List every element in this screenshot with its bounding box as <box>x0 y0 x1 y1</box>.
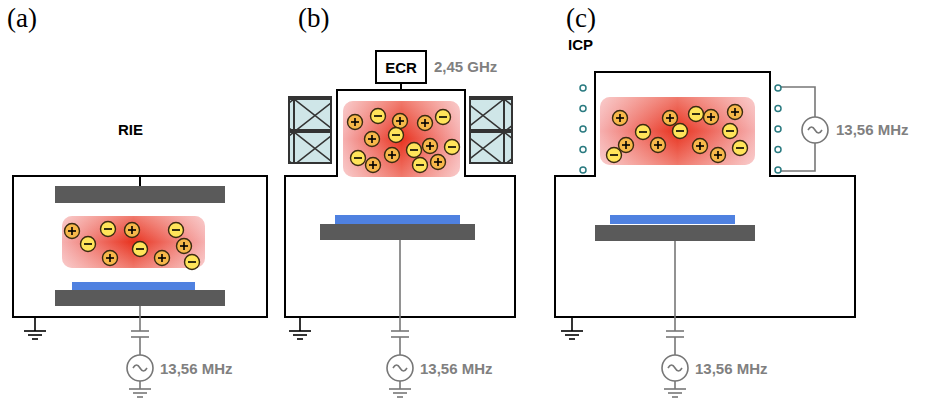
rf-feed <box>127 306 153 389</box>
electron <box>81 237 96 252</box>
ground-symbol <box>664 389 686 397</box>
chamber-ground <box>299 317 301 331</box>
rf-feed <box>387 240 413 389</box>
positive-ion <box>348 115 363 130</box>
coil-turn <box>580 167 586 173</box>
coil-turn <box>775 106 781 112</box>
electron <box>436 110 451 125</box>
electron <box>389 128 404 143</box>
electron <box>607 148 622 163</box>
chamber-ground <box>571 317 573 331</box>
frequency-label: 13,56 MHz <box>695 361 768 378</box>
coil-turn <box>580 85 586 91</box>
positive-ion <box>704 110 719 125</box>
electron <box>445 140 460 155</box>
positive-ion <box>177 239 192 254</box>
electron <box>689 107 704 122</box>
positive-ion <box>125 223 140 238</box>
rf-feed <box>662 241 688 389</box>
rf-source <box>387 355 413 381</box>
rf-source <box>662 355 688 381</box>
electron <box>733 141 748 156</box>
positive-ion <box>366 158 381 173</box>
source-box: ECR <box>375 50 427 84</box>
panel-label: (b) <box>298 4 329 34</box>
electron <box>636 125 651 140</box>
electron <box>351 151 366 166</box>
ground-symbol <box>561 331 583 339</box>
positive-ion <box>393 114 408 129</box>
positive-ion <box>431 155 446 170</box>
electron <box>407 143 422 158</box>
positive-ion <box>423 139 438 154</box>
coil-turn <box>580 106 586 112</box>
box-text: ECR <box>385 59 417 76</box>
electron <box>133 242 148 257</box>
electron <box>371 109 386 124</box>
positive-ion <box>728 105 743 120</box>
method-label: RIE <box>118 122 143 139</box>
coil-turn <box>775 85 781 91</box>
frequency-label: 13,56 MHz <box>160 361 233 378</box>
chamber-ground <box>34 317 36 331</box>
positive-ion <box>613 111 628 126</box>
positive-ion <box>155 251 170 266</box>
ground-symbol <box>389 389 411 397</box>
electron <box>101 222 116 237</box>
coil-turn <box>580 126 586 132</box>
panel-label: (a) <box>7 4 37 34</box>
positive-ion <box>711 148 726 163</box>
positive-ion <box>418 116 433 131</box>
electron <box>723 124 738 139</box>
rf-source <box>127 355 153 381</box>
electron <box>185 255 200 270</box>
frequency-label: 2,45 GHz <box>434 59 497 76</box>
coil-turn <box>775 126 781 132</box>
positive-ion <box>693 139 708 154</box>
positive-ion <box>365 132 380 147</box>
ground-symbol <box>24 331 46 339</box>
electron <box>673 124 688 139</box>
positive-ion <box>619 138 634 153</box>
positive-ion <box>65 224 80 239</box>
positive-ion <box>385 148 400 163</box>
ground-symbol <box>129 389 151 397</box>
frequency-label: 13,56 MHz <box>420 361 493 378</box>
coil-turn <box>580 147 586 153</box>
positive-ion <box>651 138 666 153</box>
frequency-label: 13,56 MHz <box>836 122 909 139</box>
electron <box>413 158 428 173</box>
panel-label: (c) <box>566 4 596 34</box>
coil-turn <box>775 147 781 153</box>
positive-ion <box>663 111 678 126</box>
coil-turn <box>775 167 781 173</box>
ground-symbol <box>289 331 311 339</box>
electron <box>169 223 184 238</box>
method-label: ICP <box>568 37 593 54</box>
positive-ion <box>103 251 118 266</box>
